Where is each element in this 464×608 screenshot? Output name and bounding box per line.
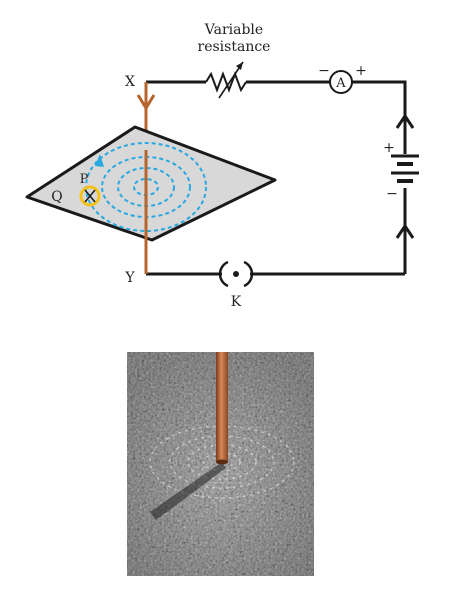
- iron-filings-photo: [127, 352, 314, 576]
- compass-needle-icon: [79, 185, 101, 207]
- rod-base: [216, 459, 228, 465]
- ammeter-icon: A: [329, 70, 353, 94]
- point-p-label: P: [80, 172, 89, 187]
- current-arrow-conductor: [136, 94, 156, 111]
- point-y-label: Y: [124, 270, 135, 286]
- variable-resistance-label-line2: resistance: [198, 39, 271, 55]
- copper-rod: [216, 352, 228, 462]
- battery-icon: [391, 154, 419, 183]
- point-x-label: X: [125, 74, 135, 90]
- point-q-label: Q: [51, 189, 62, 205]
- top-wire: [146, 80, 407, 150]
- variable-resistor-icon: [205, 61, 247, 99]
- circuit: Variable resistance A − + + −: [25, 22, 419, 310]
- key-label: K: [231, 294, 242, 310]
- rod-shadow: [150, 462, 226, 520]
- ammeter-label: A: [335, 76, 346, 91]
- ammeter-minus-sign: −: [318, 63, 330, 79]
- variable-resistance-label-line1: Variable: [204, 22, 263, 38]
- field-direction-arrow: [95, 154, 104, 167]
- battery-minus-sign: −: [386, 186, 398, 202]
- plug-key-icon: [218, 260, 254, 288]
- battery-plus-sign: +: [383, 140, 395, 156]
- ammeter-plus-sign: +: [355, 63, 367, 79]
- current-arrow-right-lower: [395, 223, 415, 239]
- current-arrow-right-upper: [395, 113, 415, 129]
- cardboard-sheet: [25, 125, 277, 242]
